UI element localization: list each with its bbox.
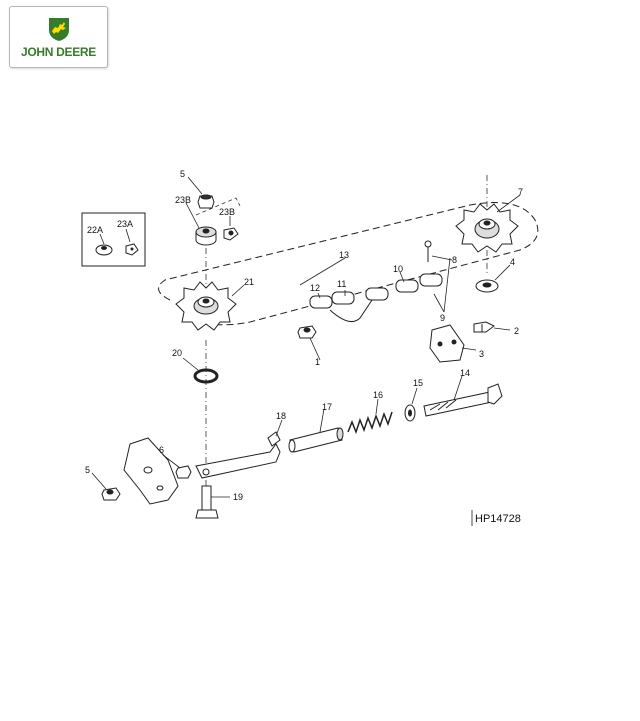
tension-arm-18 — [195, 431, 281, 479]
callout-16: 16 — [373, 390, 383, 400]
mounting-bracket — [123, 437, 179, 505]
o-ring-20 — [193, 368, 219, 384]
callout-9: 9 — [440, 313, 445, 323]
callout-3: 3 — [479, 349, 484, 359]
callout-20: 20 — [172, 348, 182, 358]
callout-2: 2 — [514, 326, 519, 336]
chain-links — [309, 240, 443, 323]
nut-1 — [297, 325, 317, 339]
washer-15 — [404, 404, 416, 422]
callout-23b-left: 23B — [175, 195, 191, 205]
callout-21: 21 — [244, 277, 254, 287]
tube-17 — [288, 427, 344, 453]
callout-18: 18 — [276, 411, 286, 421]
bracket-dash-23b — [195, 197, 241, 216]
callout-15: 15 — [413, 378, 423, 388]
callout-23b-right: 23B — [219, 207, 235, 217]
washer-4 — [475, 279, 499, 293]
callout-7: 7 — [518, 187, 523, 197]
john-deere-logo: JOHN DEERE — [9, 6, 108, 68]
deer-logo-icon — [49, 18, 69, 41]
callout-12: 12 — [310, 283, 320, 293]
callout-17: 17 — [322, 402, 332, 412]
bolt-14 — [423, 383, 503, 417]
spring-16 — [347, 411, 393, 435]
sprocket-21 — [175, 281, 237, 331]
nut-5-top — [197, 194, 215, 209]
reference-id: HP14728 — [475, 513, 521, 525]
callout-8: 8 — [452, 255, 457, 265]
callout-4: 4 — [510, 257, 515, 267]
callout-19: 19 — [233, 492, 243, 502]
bolt-19 — [195, 485, 219, 519]
callout-5-top: 5 — [180, 169, 185, 179]
callout-22a: 22A — [87, 225, 103, 235]
callout-13: 13 — [339, 250, 349, 260]
chain-loop — [158, 202, 539, 326]
callout-14: 14 — [460, 368, 470, 378]
callout-1: 1 — [315, 357, 320, 367]
callout-23a: 23A — [117, 219, 133, 229]
callout-11: 11 — [337, 279, 346, 289]
sprocket-7 — [455, 203, 519, 253]
brand-wordmark: JOHN DEERE — [20, 45, 97, 59]
bolt-2 — [473, 321, 495, 333]
callout-5-bottom: 5 — [85, 465, 90, 475]
leader-lines — [91, 176, 521, 526]
idler-23b — [195, 226, 239, 246]
nut-5-bottom — [101, 487, 121, 501]
callout-10: 10 — [393, 264, 403, 274]
inset-22a-23a — [81, 212, 146, 267]
nut-6 — [175, 465, 192, 479]
tensioner-block-3 — [429, 324, 465, 363]
callout-6: 6 — [159, 445, 164, 455]
